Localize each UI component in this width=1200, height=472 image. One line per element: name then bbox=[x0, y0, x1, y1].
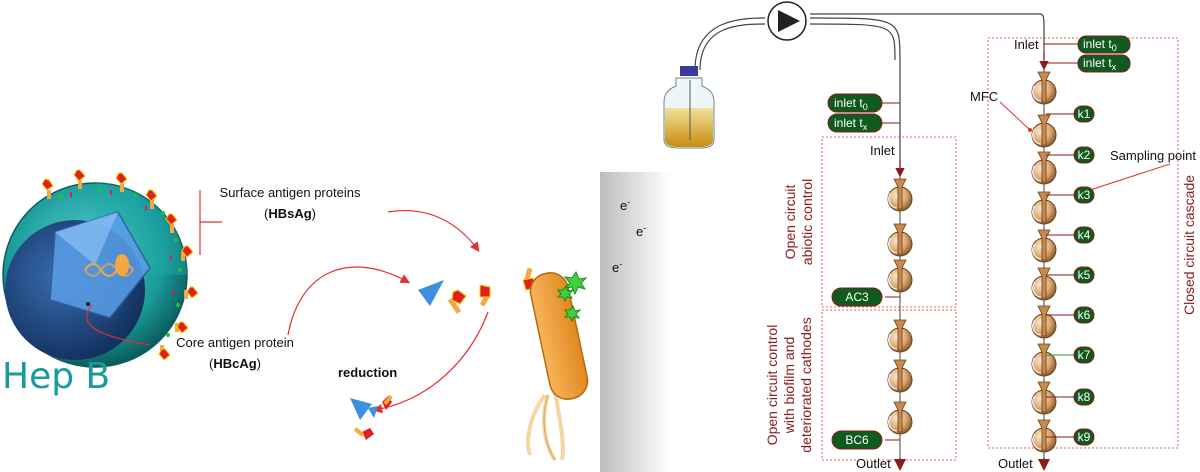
core-antigen-label: Core antigen protein bbox=[176, 335, 294, 350]
box-abiotic-title-1: Open circuit bbox=[782, 185, 798, 260]
electron-2-symbol: e bbox=[636, 224, 643, 239]
sampling-label-k9: k9 bbox=[1078, 430, 1091, 444]
electron-1: e- bbox=[620, 197, 630, 213]
reduced-proteins bbox=[350, 394, 393, 440]
inlet-tx-main-center: inlet t bbox=[834, 116, 863, 130]
tag-bc6[interactable] bbox=[831, 430, 883, 450]
core-antigen-abbrev: (HBcAg) bbox=[209, 356, 261, 371]
surface-proteins bbox=[41, 169, 199, 361]
electron-3: e- bbox=[612, 259, 622, 275]
inlet-t0-main-center: inlet t bbox=[834, 96, 863, 110]
mfc-label: MFC bbox=[970, 89, 998, 104]
box-abiotic-title-2: abiotic control bbox=[799, 179, 815, 265]
surface-antigen-abbrev-text: HBsAg bbox=[268, 206, 311, 221]
arrow-surface-to-proteins bbox=[387, 210, 480, 252]
electron-3-sup: - bbox=[619, 259, 622, 269]
electron-2: e- bbox=[636, 223, 646, 239]
mfc-units-right bbox=[1031, 71, 1057, 453]
sampling-points: k1 k2 k3 k4 k5 k6 k7 k8 k9 bbox=[1046, 105, 1095, 446]
sampling-pill-k4[interactable] bbox=[1073, 226, 1095, 244]
tag-ac3-text: AC3 bbox=[845, 290, 869, 304]
inlet-label-center: Inlet bbox=[870, 143, 895, 158]
sampling-label-k1: k1 bbox=[1078, 107, 1091, 121]
inlet-tx-pill-center[interactable]: inlet tx bbox=[834, 116, 868, 132]
inlet-t0-pill-center[interactable]: inlet t0 bbox=[834, 96, 868, 112]
surface-antigen-abbrev: (HBsAg) bbox=[264, 206, 316, 221]
arrow-core-to-proteins bbox=[287, 266, 411, 336]
arrow-to-reduction bbox=[372, 311, 489, 414]
electrode-wall bbox=[600, 172, 670, 472]
surface-bracket bbox=[199, 190, 222, 255]
box-biofilm-title-1: Open circuit control bbox=[764, 325, 780, 446]
tag-bc6-text: BC6 bbox=[845, 433, 869, 447]
sampling-label-k5: k5 bbox=[1078, 268, 1091, 282]
surface-antigen-label: Surface antigen proteins bbox=[220, 185, 361, 200]
sampling-pill-k3[interactable] bbox=[1073, 186, 1095, 204]
electron-2-sup: - bbox=[643, 223, 646, 233]
core-pointer-line bbox=[85, 304, 151, 346]
pump-assembly bbox=[694, 1, 1045, 175]
sampling-pill-k5[interactable] bbox=[1073, 266, 1095, 284]
box-biofilm bbox=[821, 309, 957, 461]
sampling-label-k4: k4 bbox=[1078, 228, 1091, 242]
free-proteins bbox=[418, 267, 537, 314]
hepb-virus bbox=[2, 169, 199, 368]
cascade-title: Closed circuit cascade bbox=[1181, 175, 1197, 315]
virus-title: Hep B bbox=[2, 356, 110, 397]
sampling-pill-k8[interactable] bbox=[1073, 388, 1095, 406]
sampling-label-k7: k7 bbox=[1078, 348, 1091, 362]
electron-1-symbol: e bbox=[620, 198, 627, 213]
mfc-pointer bbox=[999, 101, 1031, 131]
inlet-t0-pill-right[interactable]: inlet t0 bbox=[1083, 37, 1117, 53]
inlet-label-right: Inlet bbox=[1014, 37, 1039, 52]
sampling-pill-k1[interactable] bbox=[1073, 105, 1095, 123]
core-antigen-abbrev-text: HBcAg bbox=[213, 356, 256, 371]
inlet-tx-sub-center: x bbox=[863, 122, 868, 132]
sampling-label-k8: k8 bbox=[1078, 390, 1091, 404]
reduction-label: reduction bbox=[338, 365, 397, 380]
feed-bottle bbox=[663, 66, 715, 149]
sampling-point-label: Sampling point bbox=[1110, 148, 1196, 163]
outlet-label-center: Outlet bbox=[856, 456, 891, 471]
inlet-tx-sub-right: x bbox=[1112, 62, 1117, 72]
outlet-label-right: Outlet bbox=[998, 456, 1033, 471]
sampling-pill-k2[interactable] bbox=[1073, 146, 1095, 164]
electron-1-sup: - bbox=[627, 197, 630, 207]
inlet-t0-main-right: inlet t bbox=[1083, 37, 1112, 51]
inlet-tx-main-right: inlet t bbox=[1083, 56, 1112, 70]
box-biofilm-title-3: deteriorated cathodes bbox=[798, 317, 814, 452]
right-inlet-pills: inlet t0 inlet tx bbox=[1044, 35, 1131, 73]
sampling-label-k2: k2 bbox=[1078, 148, 1091, 162]
sampling-label-k6: k6 bbox=[1078, 308, 1091, 322]
center-inlet-pills: inlet t0 inlet tx bbox=[827, 93, 900, 133]
sampling-pill-k6[interactable] bbox=[1073, 306, 1095, 324]
electron-3-symbol: e bbox=[612, 260, 619, 275]
sampling-pointer bbox=[1089, 163, 1171, 191]
bacterium bbox=[526, 270, 589, 462]
tag-ac3[interactable] bbox=[831, 287, 883, 307]
box-biofilm-title-2: with biofilm and bbox=[781, 337, 797, 435]
inlet-tx-pill-right[interactable]: inlet tx bbox=[1083, 56, 1117, 72]
sampling-pill-k9[interactable] bbox=[1073, 428, 1095, 446]
sampling-label-k3: k3 bbox=[1078, 188, 1091, 202]
inlet-t0-sub-center: 0 bbox=[863, 102, 868, 112]
sampling-pill-k7[interactable] bbox=[1073, 346, 1095, 364]
inlet-t0-sub-right: 0 bbox=[1112, 43, 1117, 53]
